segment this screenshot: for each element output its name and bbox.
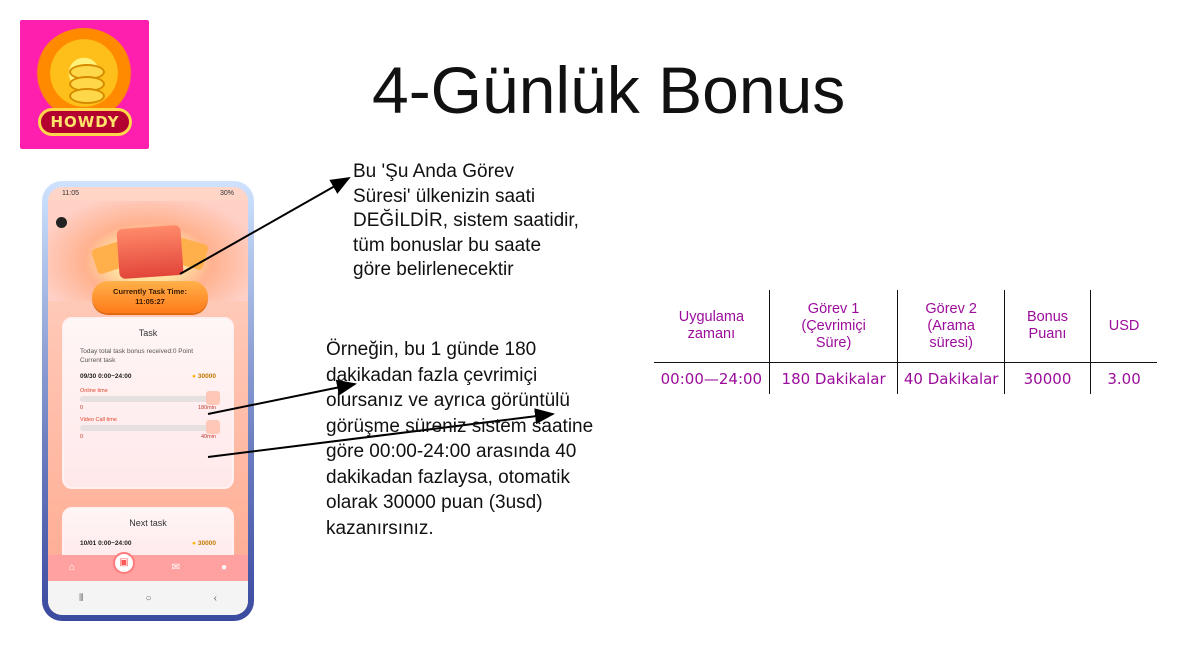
header-app-time: Uygulama zamanı [654, 290, 769, 363]
video-end: 40min [201, 434, 216, 440]
note1-line: Bu 'Şu Anda Görev [353, 161, 515, 182]
phone-screen: 11:05 30% Currently Task Time: 11:05:27 … [48, 187, 248, 615]
task-time-label: Currently Task Time: [113, 287, 187, 296]
next-range: 10/01 0:00~24:00 [80, 540, 132, 547]
video-time-label: Video Call time [80, 417, 117, 423]
back-nav-icon[interactable]: ‹ [213, 592, 217, 604]
online-bar-ends: 0 180min [64, 405, 232, 411]
task-range-row: 09/30 0:00~24:00 30000 [64, 373, 232, 380]
note2-line: dakikadan fazla çevrimiçi [326, 364, 538, 386]
coin-icon [69, 88, 105, 104]
note-example: Örneğin, bu 1 günde 180 dakikadan fazla … [326, 337, 656, 541]
next-points: 30000 [192, 540, 216, 547]
phone-mockup: 11:05 30% Currently Task Time: 11:05:27 … [42, 181, 254, 621]
note1-line: Süresi' ülkenizin saati [353, 185, 536, 207]
header-line: (Çevrimiçi [801, 317, 866, 334]
header-line: (Arama [927, 317, 975, 334]
cell-app-time: 00:00—24:00 [660, 369, 763, 388]
cell-task1: 180 Dakikalar [768, 362, 898, 394]
note2-line: görüşme süreniz sistem saatine [326, 415, 594, 437]
back-icon[interactable] [56, 217, 67, 228]
cell-usd: 3.00 [1090, 362, 1157, 394]
home-nav-icon[interactable]: ○ [145, 592, 152, 604]
online-start: 0 [80, 405, 84, 411]
cell-task2: 40 Dakikalar [897, 362, 1005, 394]
profile-icon[interactable]: ● [220, 562, 228, 573]
note2-line: dakikadan fazlaysa, otomatik [326, 466, 570, 488]
task-time-pill: Currently Task Time: 11:05:27 [92, 281, 208, 313]
cell-bonus: 30000 [1003, 362, 1091, 394]
home-icon[interactable]: ⌂ [68, 562, 76, 573]
header-line: USD [1108, 317, 1140, 334]
video-start: 0 [80, 434, 84, 440]
status-bar: 11:05 30% [48, 187, 248, 201]
header-line: Uygulama [678, 309, 745, 325]
task-range: 09/30 0:00~24:00 [80, 373, 132, 380]
hero-banner: Currently Task Time: 11:05:27 [48, 201, 248, 313]
page-title: 4-Günlük Bonus [372, 53, 846, 127]
header-line: Bonus [1026, 309, 1069, 325]
note2-line: göre 00:00-24:00 arasında 40 [326, 441, 577, 462]
bonus-table: Uygulama zamanı Görev 1 (Çevrimiçi Süre)… [654, 290, 1157, 394]
online-end: 180min [197, 405, 216, 411]
online-time-label: Online time [80, 388, 108, 394]
header-line: Süre) [815, 334, 852, 351]
task-card-title: Task [138, 328, 158, 338]
logo-text: HOWDY [38, 108, 132, 136]
online-progress-bar [80, 391, 220, 405]
note1-line: tüm bonuslar bu saate [353, 234, 542, 256]
video-progress-bar [80, 420, 220, 434]
task-points: 30000 [192, 373, 216, 380]
header-line: süresi) [929, 334, 973, 351]
header-task2: Görev 2 (Arama süresi) [897, 290, 1005, 363]
header-line: Görev 1 [807, 300, 860, 317]
gift-box-icon [116, 224, 184, 280]
video-bar-ends: 0 40min [64, 434, 232, 440]
note1-line: göre belirlenecektir [353, 259, 514, 280]
howdy-logo: HOWDY [20, 20, 149, 149]
note2-line: Örneğin, bu 1 günde 180 [326, 339, 537, 360]
note-system-time: Bu 'Şu Anda Görev Süresi' ülkenizin saat… [353, 160, 643, 283]
note2-line: kazanırsınız. [326, 517, 434, 539]
system-nav-bar: ⦀ ○ ‹ [48, 581, 248, 615]
task-icon[interactable]: ▣ [113, 552, 135, 574]
next-task-title: Next task [129, 518, 167, 528]
gift-icon [206, 391, 220, 405]
table-header-row: Uygulama zamanı Görev 1 (Çevrimiçi Süre)… [654, 290, 1157, 363]
header-bonus: Bonus Puanı [1003, 290, 1091, 363]
note2-line: olursanız ve ayrıca görüntülü [326, 390, 570, 411]
note2-line: olarak 30000 puan (3usd) [326, 492, 543, 513]
header-usd: USD [1090, 290, 1157, 363]
task-received-text: Today total task bonus received:0 Point [80, 348, 194, 355]
header-line: zamanı [687, 326, 736, 342]
task-time-value: 11:05:27 [135, 297, 165, 306]
recents-icon[interactable]: ⦀ [79, 592, 84, 604]
bottom-tab-bar: ⌂ ▣ ✉ ● [48, 552, 248, 581]
status-battery: 30% [219, 190, 234, 197]
status-time: 11:05 [62, 190, 79, 197]
gift-icon [206, 420, 220, 434]
header-line: Puanı [1028, 326, 1067, 342]
table-row: 00:00—24:00 180 Dakikalar 40 Dakikalar 3… [654, 362, 1157, 394]
header-line: Görev 2 [925, 300, 977, 317]
header-task1: Görev 1 (Çevrimiçi Süre) [768, 290, 898, 363]
task-card: Task Today total task bonus received:0 P… [62, 317, 234, 489]
chat-icon[interactable]: ✉ [171, 562, 181, 573]
current-task-text: Current task [80, 357, 116, 364]
note1-line: DEĞİLDİR, sistem saatidir, [353, 210, 579, 231]
next-range-row: 10/01 0:00~24:00 30000 [64, 540, 232, 547]
